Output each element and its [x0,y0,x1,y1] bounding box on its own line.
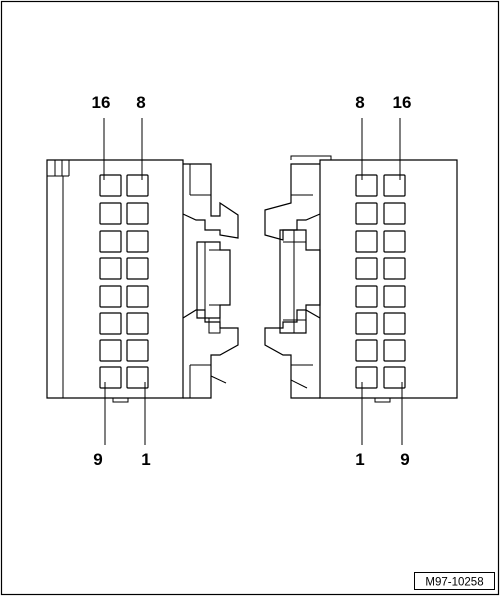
reference-code-box: M97-10258 [414,572,495,590]
right-top-label-2: 16 [393,93,412,112]
left-bottom-label-1: 9 [93,450,102,469]
left-top-label-1: 16 [92,93,111,112]
reference-code: M97-10258 [425,577,483,589]
right-connector: 8 16 1 9 [264,93,458,469]
right-pin-cavities [355,174,406,389]
right-bottom-label-2: 9 [400,450,409,469]
right-top-label-1: 8 [355,93,364,112]
left-top-label-2: 8 [136,93,145,112]
left-pin-cavities [99,174,149,389]
left-bottom-label-2: 1 [141,450,150,469]
left-connector: 16 8 9 1 [46,93,239,469]
right-bottom-label-1: 1 [355,450,364,469]
